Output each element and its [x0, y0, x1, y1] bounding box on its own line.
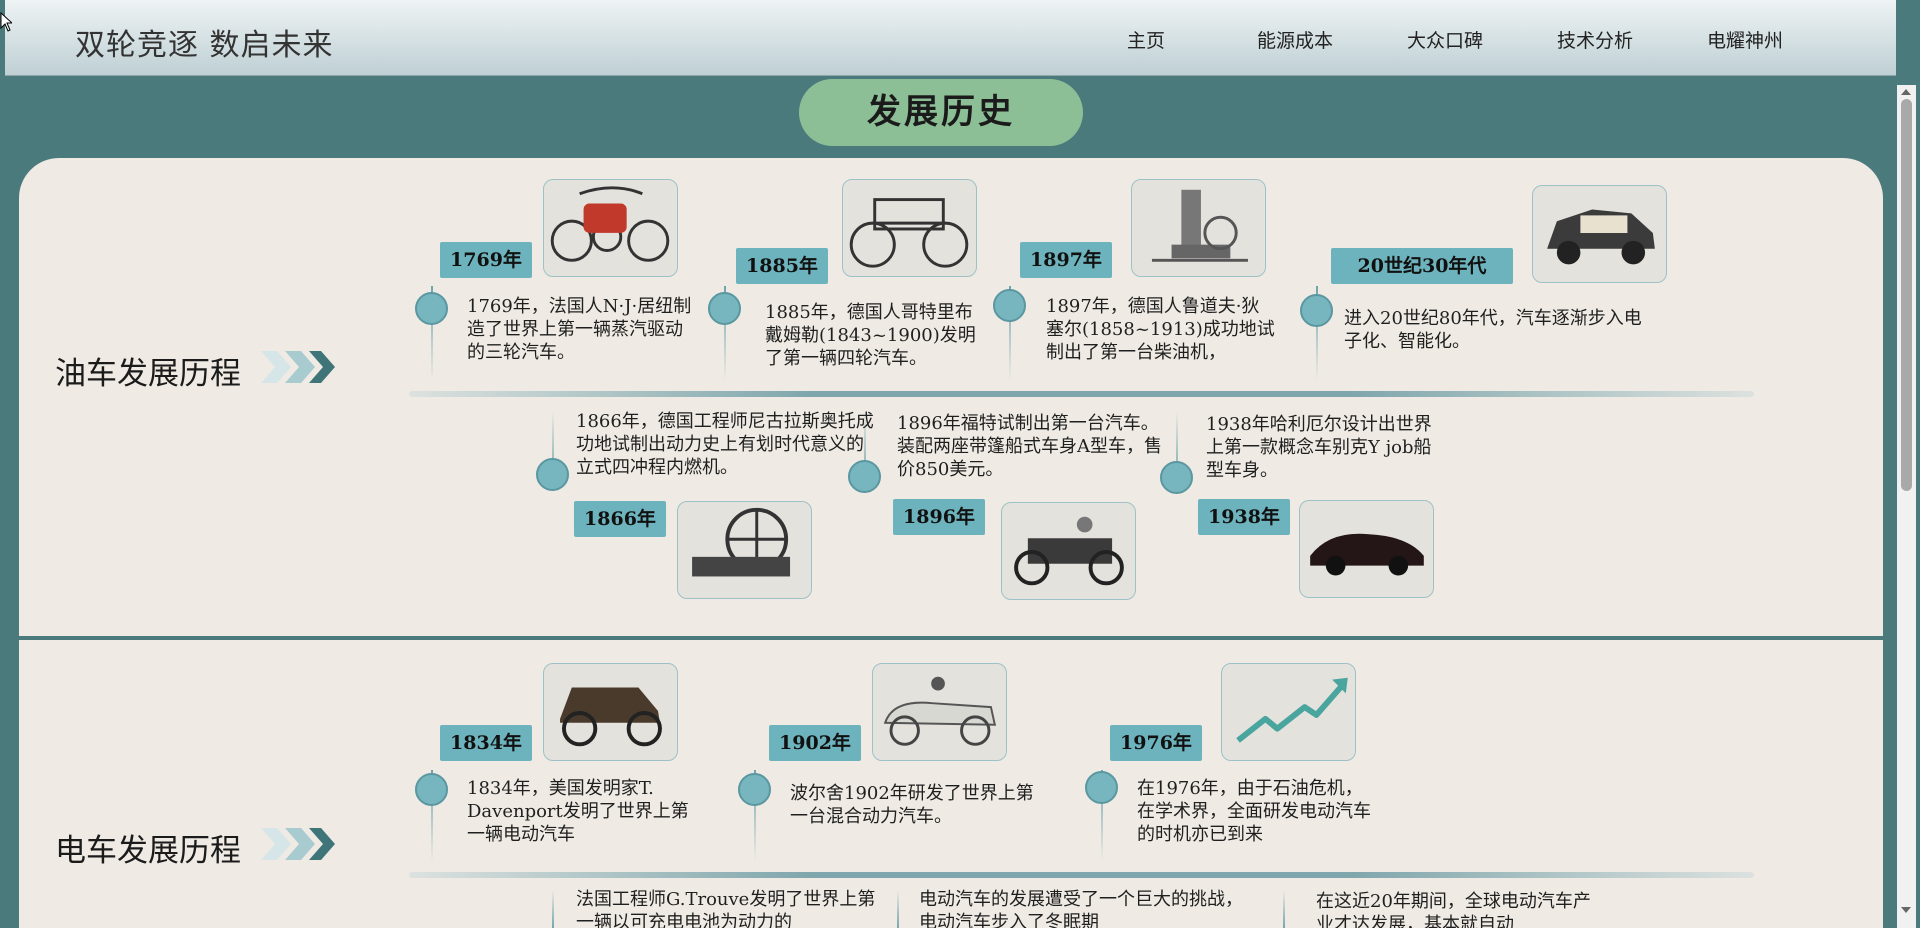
timeline-stem: [1283, 890, 1285, 928]
event-description: 波尔舍1902年研发了世界上第一台混合动力汽车。: [790, 783, 1034, 827]
nav-public-reviews[interactable]: 大众口碑: [1407, 30, 1484, 52]
chevrons-icon: [261, 828, 335, 860]
timeline-dot: [415, 292, 448, 325]
year-badge: 1976年: [1110, 725, 1202, 761]
year-badge: 1902年: [769, 725, 861, 761]
timeline-stem: [1316, 286, 1318, 381]
site-title: 双轮竞逐 数启未来: [75, 28, 334, 63]
timeline-stem: [897, 890, 899, 928]
year-badge: 1885年: [736, 248, 828, 284]
event-description: 在1976年，由于石油危机，在学术界，全面研发电动汽车的时机亦已到来: [1137, 778, 1371, 845]
scroll-up-icon[interactable]: [1901, 89, 1911, 95]
timeline-stem: [431, 770, 433, 862]
event-description: 1834年，美国发明家T. Davenport发明了世界上第一辆电动汽车: [467, 778, 689, 845]
scroll-down-icon[interactable]: [1901, 907, 1911, 913]
vintage-sedan-icon: [1532, 185, 1667, 283]
steam-tricycle-icon: [543, 179, 678, 277]
year-badge: 1938年: [1198, 499, 1290, 535]
event-description: 1938年哈利厄尔设计出世界上第一款概念车别克Y job船型车身。: [1206, 414, 1432, 481]
event-description: 法国工程师G.Trouve发明了世界上第一辆以可充电电池为动力的: [576, 889, 876, 928]
event-description: 在这近20年期间，全球电动汽车产业才达发展，基本就自动: [1316, 891, 1591, 928]
event-description: 1769年，法国人N·J·居纽制造了世界上第一辆蒸汽驱动的三轮汽车。: [467, 296, 692, 363]
engine-flywheel-icon: [677, 501, 812, 599]
nav-energy-cost[interactable]: 能源成本: [1257, 30, 1334, 52]
diesel-engine-icon: [1131, 179, 1266, 277]
timeline-stem: [864, 410, 866, 486]
trend-up-icon: [1221, 663, 1356, 761]
section-title-pill: 发展历史: [799, 79, 1083, 146]
timeline-divider: [409, 872, 1754, 878]
year-badge: 20世纪30年代: [1331, 248, 1513, 284]
event-description: 1896年福特试制出第一台汽车。装配两座带篷船式车身A型车，售价850美元。: [897, 413, 1162, 480]
year-badge: 1769年: [440, 242, 532, 278]
nav-home[interactable]: 主页: [1127, 30, 1166, 52]
timeline-dot: [536, 458, 569, 491]
event-description: 1885年，德国人哥特里布戴姆勒(1843~1900)发明了第一辆四轮汽车。: [765, 302, 976, 369]
top-navigation-bar: 双轮竞逐 数启未来 主页 能源成本 大众口碑 技术分析 电耀神州: [5, 0, 1896, 76]
electric-car-icon: [543, 663, 678, 761]
nav-ev-china[interactable]: 电耀神州: [1707, 30, 1784, 52]
timeline-dot: [1160, 461, 1193, 494]
year-badge: 1866年: [574, 501, 666, 537]
vertical-scrollbar[interactable]: [1897, 85, 1916, 928]
timeline-dot: [848, 460, 881, 493]
event-description: 1897年，德国人鲁道夫·狄塞尔(1858~1913)成功地试制出了第一台柴油机…: [1046, 296, 1275, 363]
event-description: 电动汽车的发展遭受了一个巨大的挑战，电动汽车步入了冬眠期: [919, 889, 1243, 928]
event-description: 1866年，德国工程师尼古拉斯奥托成功地试制出动力史上有划时代意义的立式四冲程内…: [576, 411, 874, 478]
timeline-stem: [1101, 770, 1103, 862]
event-description: 进入20世纪80年代，汽车逐渐步入电子化、智能化。: [1344, 308, 1642, 352]
timeline-dot: [993, 289, 1026, 322]
timeline-dot: [738, 773, 771, 806]
ev-history-heading: 电车发展历程: [55, 833, 241, 869]
timeline-stem: [1009, 286, 1011, 381]
timeline-stem: [431, 286, 433, 381]
timeline-divider: [409, 391, 1754, 397]
year-badge: 1834年: [440, 725, 532, 761]
carriage-car-icon: [842, 179, 977, 277]
nav-tech-analysis[interactable]: 技术分析: [1557, 30, 1634, 52]
timeline-dot: [1300, 294, 1333, 327]
oil-history-heading: 油车发展历程: [55, 356, 241, 392]
timeline-stem: [552, 410, 554, 486]
mouse-cursor-icon: [0, 12, 12, 32]
timeline-stem: [754, 770, 756, 862]
oil-history-panel: 油车发展历程 1769年 1769年，法国人N·J·居纽制造了世界上第一辆蒸汽驱…: [19, 158, 1883, 636]
timeline-stem: [1176, 410, 1178, 486]
timeline-dot: [1085, 771, 1118, 804]
timeline-dot: [708, 292, 741, 325]
timeline-stem: [724, 286, 726, 381]
early-racer-icon: [1001, 502, 1136, 600]
ev-history-panel: 电车发展历程 1834年 1834年，美国发明家T. Davenport发明了世…: [19, 640, 1883, 928]
year-badge: 1896年: [893, 499, 985, 535]
hybrid-car-icon: [872, 663, 1007, 761]
timeline-dot: [415, 773, 448, 806]
concept-car-icon: [1299, 500, 1434, 598]
chevrons-icon: [261, 351, 335, 383]
scrollbar-thumb[interactable]: [1901, 99, 1912, 491]
timeline-stem: [552, 890, 554, 928]
year-badge: 1897年: [1020, 242, 1112, 278]
